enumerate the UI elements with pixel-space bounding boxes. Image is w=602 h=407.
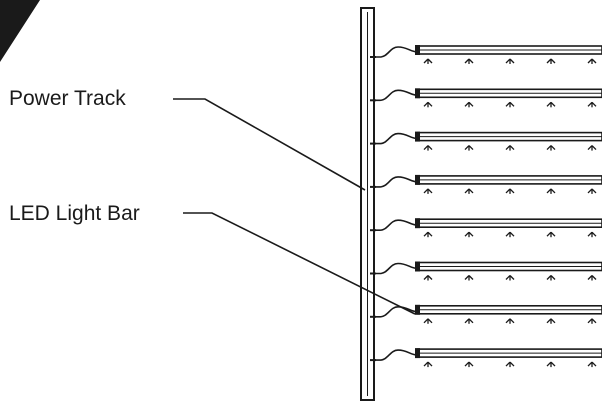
led-light-icon [464,361,474,368]
led-light-icon [505,361,515,368]
light-bar-end-cap [415,348,420,359]
led-light-bar [370,348,602,368]
led-light-bar-label: LED Light Bar [9,202,140,225]
connector-cable [374,219,419,231]
led-light-icon [546,275,556,281]
led-light-icon [587,275,597,281]
light-bar-end-cap [415,218,420,229]
connector-cable [374,262,419,275]
led-light-icon [464,188,474,194]
led-light-icon [587,231,597,238]
power-track-label: Power Track [9,87,126,110]
light-bar-end-cap [415,88,420,99]
led-light-icon [587,58,597,64]
led-light-bar [370,174,602,194]
led-light-icon [423,145,433,151]
led-light-icon [423,318,433,324]
led-light-icon [546,58,556,64]
led-light-icon [423,58,433,64]
led-light-bar [370,218,602,238]
led-light-icon [505,275,515,281]
light-bar-end-cap [415,45,420,55]
power-track [360,7,375,401]
led-light-icon [546,188,556,194]
led-light-bar [370,131,602,151]
led-light-icon [587,101,597,108]
led-light-icon [464,101,474,108]
connector-cable [374,305,419,318]
led-light-icon [587,145,597,151]
led-light-icon [423,361,433,368]
led-light-icon [464,58,474,64]
led-light-icon [423,275,433,281]
led-light-icon [546,145,556,151]
light-bar-end-cap [415,174,420,185]
led-light-icon [423,231,433,238]
led-light-bar [370,304,602,324]
led-light-icon [464,145,474,151]
led-light-icon [505,58,515,64]
corner-mark [0,0,40,62]
light-bar-end-cap [415,261,420,272]
led-light-icon [546,361,556,368]
power-track-leader-line [173,98,366,191]
led-light-icon [505,188,515,194]
connector-cable [374,46,419,58]
led-light-icon [587,188,597,194]
led-light-icon [423,101,433,108]
led-light-bar [370,45,602,64]
light-bar-end-cap [415,304,420,315]
led-light-bar [370,88,602,108]
connector-cable [374,176,419,188]
led-light-icon [464,231,474,238]
led-light-icon [546,231,556,238]
led-light-icon [587,318,597,324]
led-light-icon [505,318,515,324]
light-bar-end-cap [415,131,420,142]
led-light-icon [464,318,474,324]
led-light-bar [370,261,602,281]
led-light-bar-leader-line [183,212,416,315]
led-light-icon [464,275,474,281]
led-light-icon [505,145,515,151]
led-light-icon [505,231,515,238]
light-bars [370,45,602,368]
connector-cable [374,132,419,145]
connector-cable [374,349,419,361]
connector-cable [374,89,419,102]
led-light-icon [505,101,515,108]
led-light-icon [423,188,433,194]
led-light-icon [587,361,597,368]
led-light-icon [546,101,556,108]
led-light-icon [546,318,556,324]
